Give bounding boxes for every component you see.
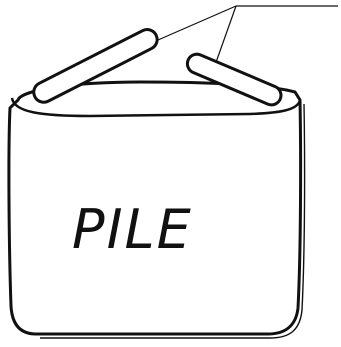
callout-line-right bbox=[214, 6, 236, 68]
callout-lines bbox=[158, 6, 338, 68]
callout-line-left bbox=[158, 6, 236, 40]
pile-label: PILE bbox=[72, 198, 193, 261]
